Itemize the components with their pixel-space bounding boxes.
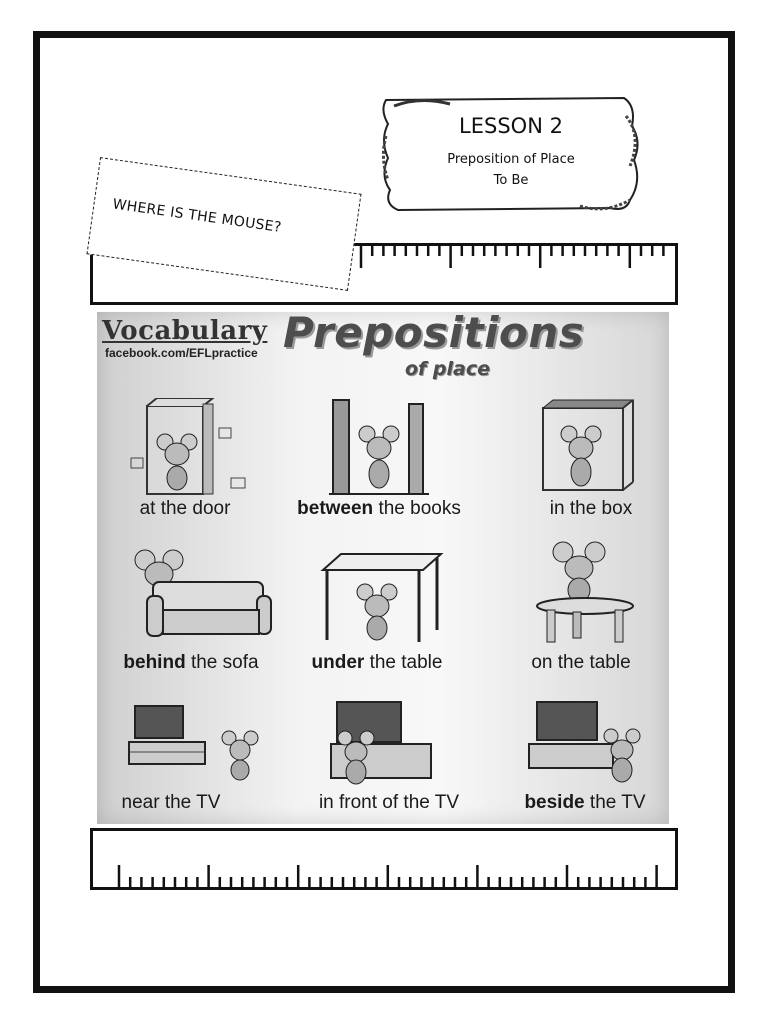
question-text: WHERE IS THE MOUSE?	[111, 196, 283, 236]
lesson-subtitle: Preposition of Place	[447, 152, 575, 167]
caption-under-the-table: under the table	[311, 652, 443, 673]
caption-at-the-door: at the door	[139, 498, 231, 519]
caption-between-the-books: between the books	[297, 498, 461, 519]
ruler-bottom-ticks	[117, 865, 658, 887]
vocabulary-title: Vocabulary	[102, 316, 268, 346]
box-mouse-illustration	[541, 399, 635, 491]
tv-front-mouse-illustration	[330, 701, 432, 785]
prepositions-poster: Vocabulary facebook.com/EFLpractice Prep…	[97, 308, 669, 824]
tv-near-mouse-illustration	[128, 705, 259, 781]
lesson-title: LESSON 2	[459, 114, 563, 138]
caption-near-the-tv: near the TV	[121, 792, 221, 813]
door-mouse-illustration	[130, 398, 246, 495]
caption-in-front-of-the-tv: in front of the TV	[318, 792, 460, 813]
poster-title: Prepositions	[283, 308, 585, 357]
caption-in-the-box: in the box	[549, 498, 633, 519]
caption-on-the-table: on the table	[531, 652, 631, 673]
lesson-banner: LESSON 2 Preposition of Place To Be	[380, 96, 642, 212]
ruler-bottom	[90, 828, 678, 890]
caption-behind-the-sofa: behind the sofa	[123, 652, 259, 673]
scroll-banner-shape	[381, 96, 639, 212]
ruler-top-ticks	[359, 246, 665, 268]
tv-beside-mouse-illustration	[528, 701, 641, 783]
caption-beside-the-tv: beside the TV	[524, 792, 646, 813]
table-under-mouse-illustration	[320, 553, 444, 642]
vocabulary-site: facebook.com/EFLpractice	[105, 346, 258, 360]
poster-subtitle: of place	[405, 358, 491, 380]
lesson-subtitle-2: To Be	[493, 173, 529, 188]
books-mouse-illustration	[329, 399, 429, 495]
table-on-mouse-illustration	[536, 541, 634, 643]
sofa-mouse-illustration	[134, 549, 272, 637]
